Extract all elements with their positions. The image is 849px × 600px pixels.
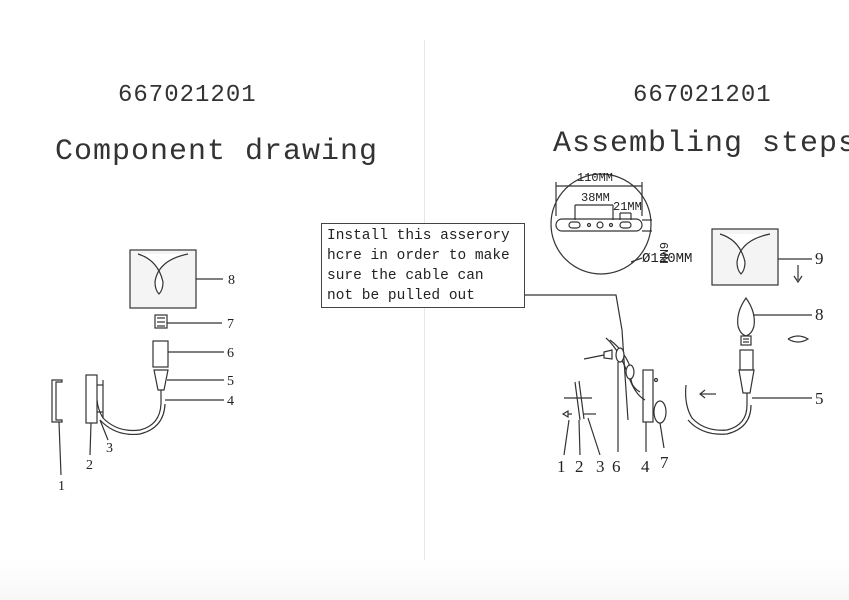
right-base-plate-drawing xyxy=(642,369,667,452)
right-label-5: 5 xyxy=(815,389,824,408)
right-arm-drawing xyxy=(685,349,812,435)
note-leader-line xyxy=(525,294,629,421)
left-label-7: 7 xyxy=(227,317,234,332)
left-label-5: 5 xyxy=(227,374,234,389)
dim-110mm: 110MM xyxy=(577,171,613,185)
right-label-6: 6 xyxy=(612,457,621,476)
note-line-4: not be pulled out xyxy=(327,288,475,304)
left-label-4: 4 xyxy=(227,394,234,409)
right-lampshade-drawing xyxy=(711,228,812,286)
left-bracket-drawing xyxy=(51,379,63,476)
right-label-4: 4 xyxy=(641,457,650,476)
left-candle-sleeve-drawing xyxy=(152,340,224,368)
right-model-number: 667021201 xyxy=(633,82,772,109)
note-line-2: hcre in order to make xyxy=(327,248,510,264)
right-cable-drawing xyxy=(605,337,646,452)
right-label-7: 7 xyxy=(660,453,669,472)
left-arm-drawing xyxy=(96,390,224,436)
scan-footer-band xyxy=(0,560,849,600)
left-label-1: 1 xyxy=(58,479,65,494)
right-label-3: 3 xyxy=(596,457,605,476)
right-bulb-drawing xyxy=(737,296,812,346)
left-model-number: 667021201 xyxy=(118,82,257,109)
dim-6mm: 6MM xyxy=(656,242,670,264)
right-screw-drawing xyxy=(583,349,613,360)
note-line-3: sure the cable can xyxy=(327,268,484,284)
right-label-9: 9 xyxy=(815,249,824,268)
dim-38mm: 38MM xyxy=(581,191,610,205)
left-socket-drawing xyxy=(154,314,222,329)
left-base-plate-drawing xyxy=(85,374,109,456)
left-label-2: 2 xyxy=(86,458,93,473)
left-cup-drawing xyxy=(153,369,224,391)
component-drawing-title: Component drawing xyxy=(55,135,379,169)
right-bracket-drawing xyxy=(561,380,601,456)
right-label-2: 2 xyxy=(575,457,584,476)
note-line-1: Install this asserory xyxy=(327,228,510,244)
left-lampshade-drawing xyxy=(129,249,223,309)
left-label-8: 8 xyxy=(228,273,235,288)
dim-21mm: 21MM xyxy=(613,200,642,214)
plate-detail-circle xyxy=(550,173,652,275)
right-label-1: 1 xyxy=(557,457,566,476)
right-label-8: 8 xyxy=(815,305,824,324)
assembling-steps-title: Assembling steps xyxy=(553,127,849,161)
left-label-6: 6 xyxy=(227,346,234,361)
cable-clamp-note: Install this asserory hcre in order to m… xyxy=(321,223,525,308)
dim-120mm: Ø120MM xyxy=(642,251,692,267)
left-label-3: 3 xyxy=(106,441,113,456)
